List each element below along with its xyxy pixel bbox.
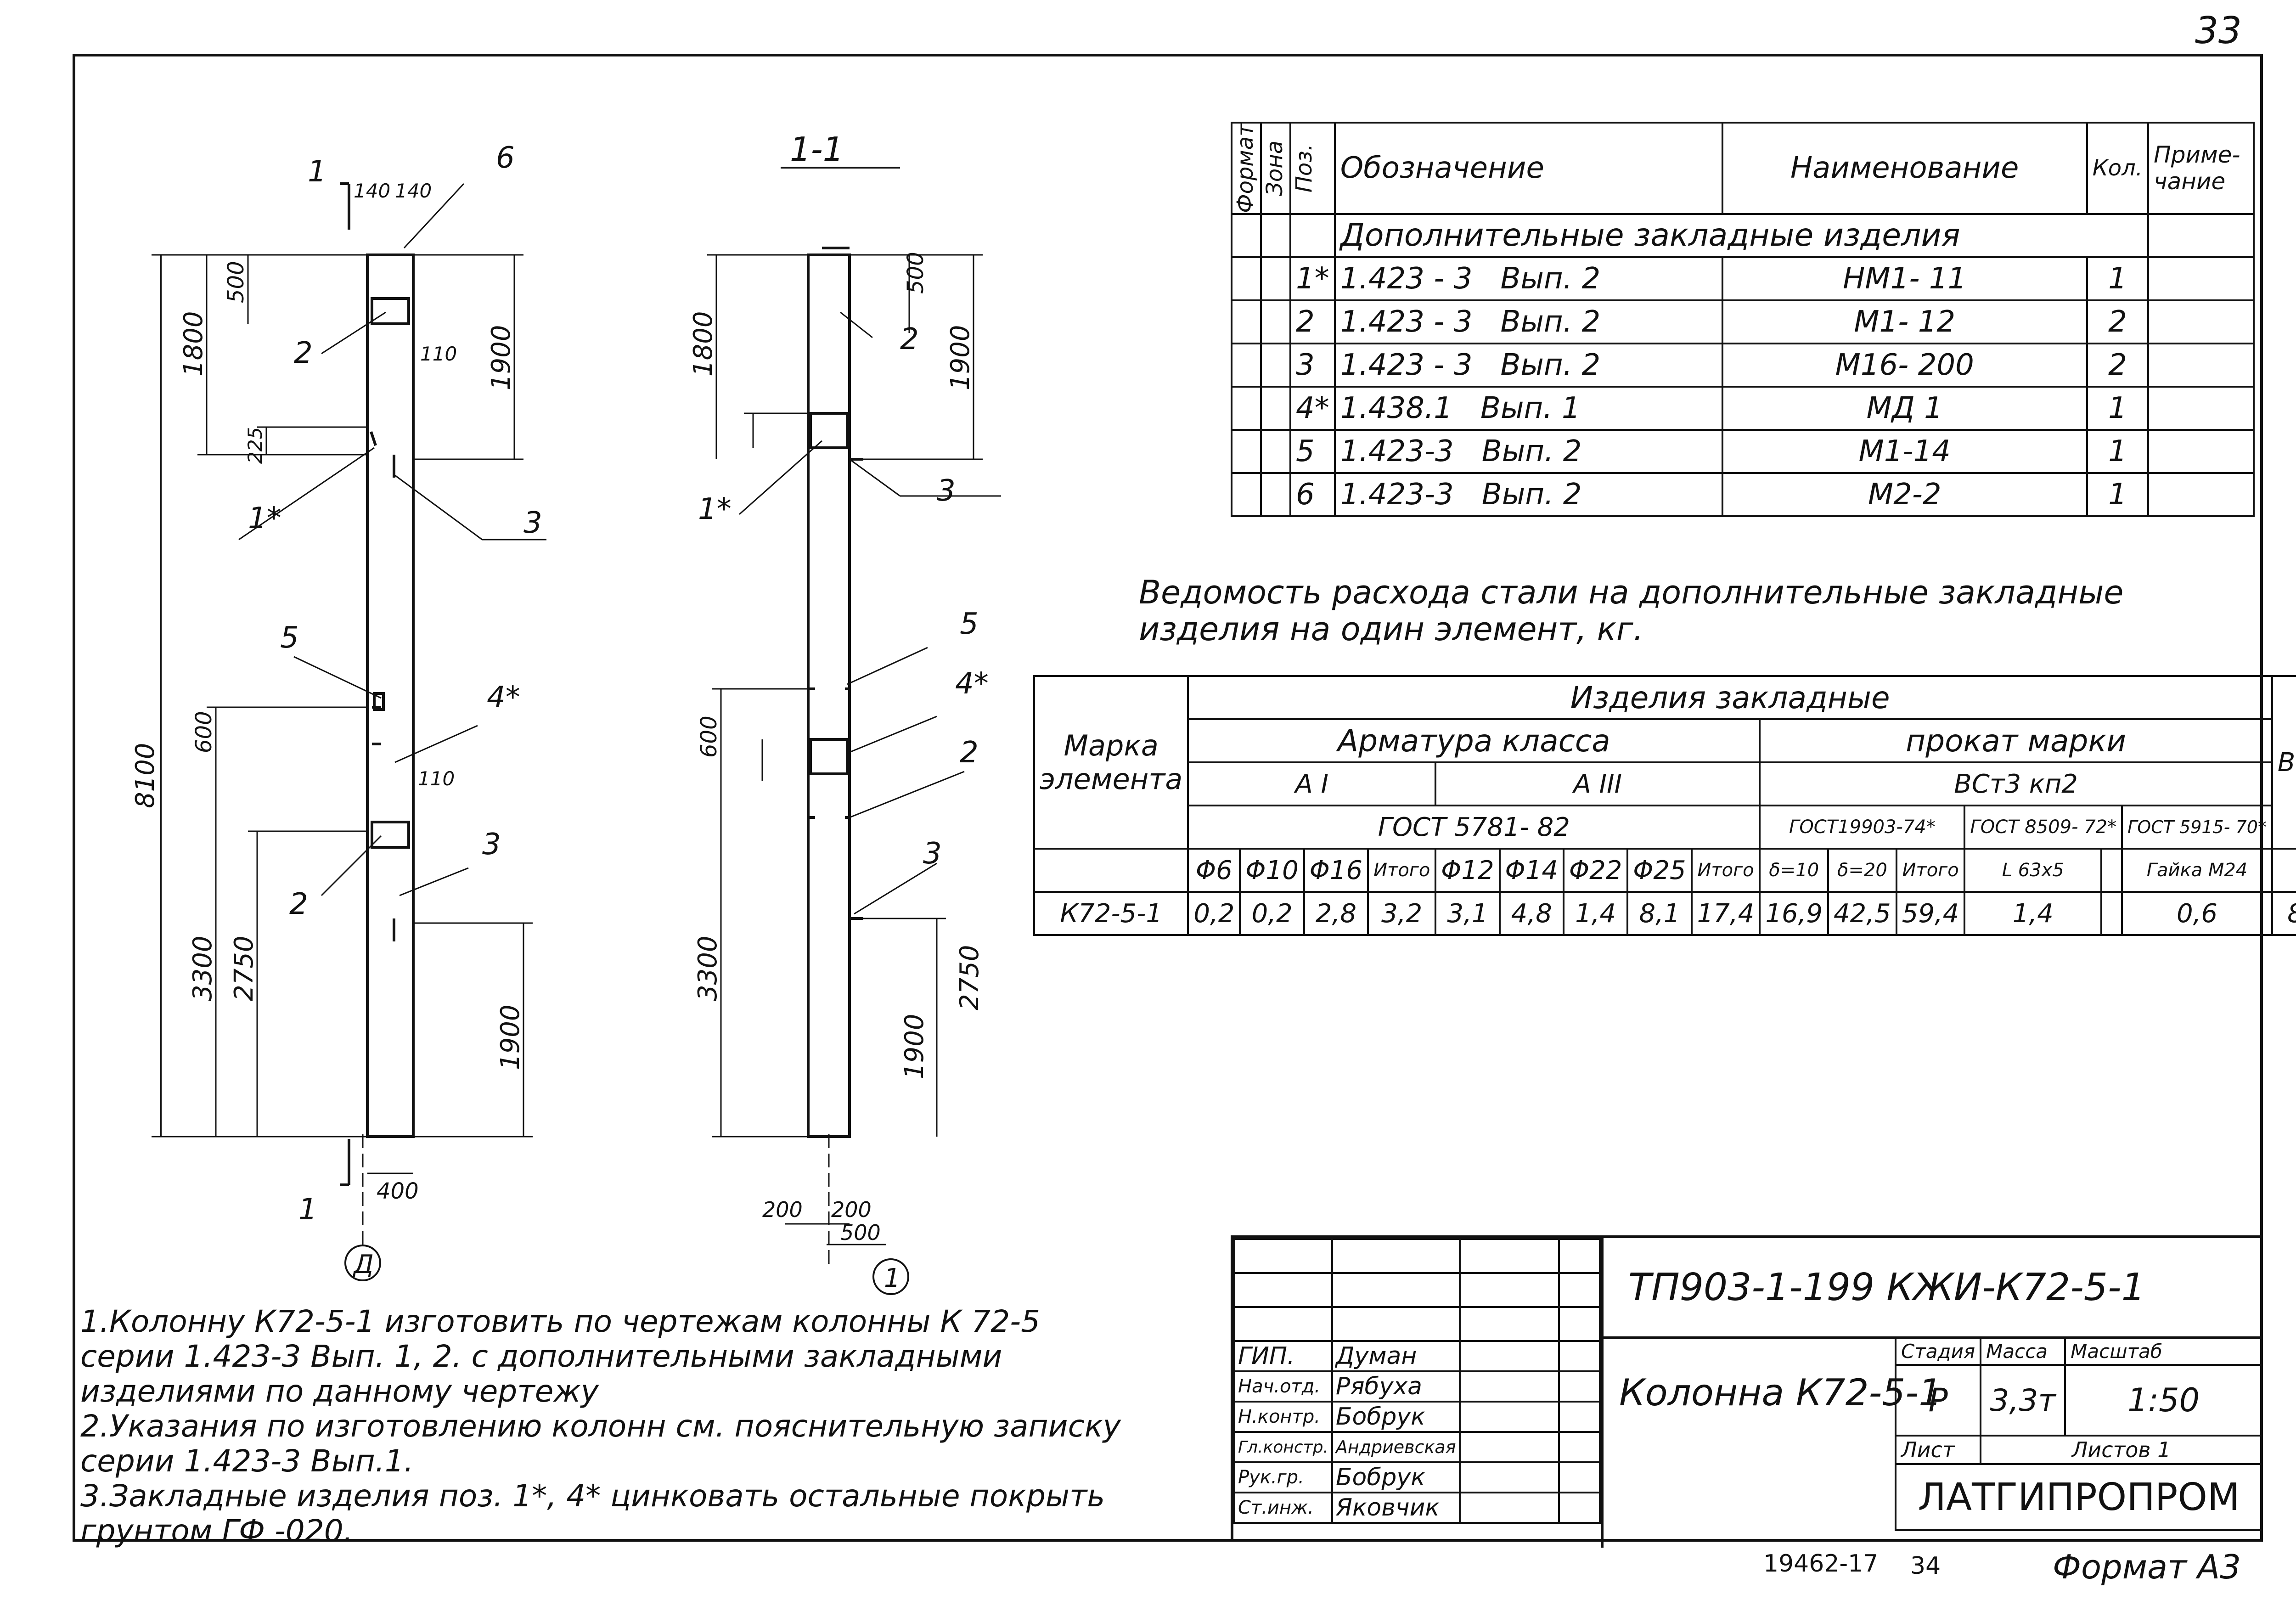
- steel-h-gost-3: ГОСТ 5915- 70*: [2121, 805, 2273, 850]
- sec-callout-2b: 2: [960, 736, 979, 770]
- section-axis-label: 1: [884, 1263, 900, 1293]
- sec-callout-3: 3: [937, 474, 956, 508]
- sec-callout-4star: 4*: [955, 667, 989, 701]
- steel-consumption-table: Марка элемента Изделия закладные Всего А…: [1033, 675, 2296, 936]
- spec-h-pos: Поз.: [1289, 122, 1336, 215]
- document-code: ТП903-1-199 КЖИ-К72-5-1: [1628, 1266, 2145, 1309]
- dim-110b: 110: [418, 767, 455, 790]
- section-mark-top: 1: [308, 155, 326, 189]
- spec-h-designation: Обозначение: [1334, 122, 1723, 215]
- dim-140a: 140: [354, 180, 390, 202]
- sec-dim-1800: 1800: [688, 311, 718, 377]
- callout-5: 5: [280, 621, 299, 655]
- note-3: 3.Закладные изделия поз. 1*, 4* цинковат…: [80, 1478, 1105, 1549]
- steel-h-rebar: Арматура класса: [1187, 718, 1761, 763]
- spec-h-name: Наименование: [1721, 122, 2088, 215]
- embed-2-bottom: [371, 821, 410, 849]
- column-section: [807, 254, 851, 1138]
- sec-dim-2750: 2750: [955, 945, 985, 1010]
- embed-4-section: [809, 738, 849, 775]
- steel-h-a3: А III: [1435, 761, 1761, 806]
- steel-subheader-row: Φ6 Φ10 Φ16 Итого Φ12 Φ14 Φ22 Φ25 Итого δ…: [1033, 848, 2296, 893]
- sec-dim-1900: 1900: [945, 325, 975, 390]
- title-block: ГИП.Думан Нач.отд.Рябуха Н.контр.Бобрук …: [1231, 1235, 2263, 1548]
- page-sequence: 34: [1910, 1552, 1941, 1580]
- spec-h-note: Приме- чание: [2147, 122, 2255, 215]
- dim-600: 600: [191, 711, 217, 753]
- dim-3300: 3300: [188, 935, 218, 1001]
- dim-225: 225: [244, 427, 266, 464]
- dim-1800: 1800: [179, 311, 208, 377]
- spec-row: 2 1.423 - 3 Вып. 2 М1- 12 2: [1231, 299, 2255, 344]
- sec-dim-3300: 3300: [693, 935, 723, 1001]
- spec-row: 5 1.423-3 Вып. 2 М1-14 1: [1231, 428, 2255, 474]
- dim-1900b: 1900: [495, 1004, 525, 1070]
- dim-8100: 8100: [130, 743, 160, 808]
- stage-value: Р: [1894, 1364, 1982, 1437]
- column-elevation: [366, 254, 415, 1138]
- section-mark-bottom: 1: [298, 1193, 317, 1227]
- dim-1900: 1900: [486, 325, 516, 390]
- callout-4star: 4*: [487, 681, 520, 715]
- spec-row: 1* 1.423 - 3 Вып. 2 НМ1- 11 1: [1231, 256, 2255, 301]
- steel-h-gost-1: ГОСТ19903-74*: [1759, 805, 1966, 850]
- spec-row: 6 1.423-3 Вып. 2 М2-2 1: [1231, 472, 2255, 517]
- spec-row: 3 1.423 - 3 Вып. 2 М16- 200 2: [1231, 342, 2255, 388]
- sec-callout-1star: 1*: [698, 492, 732, 526]
- spec-row: 4* 1.438.1 Вып. 1 МД 1 1: [1231, 385, 2255, 431]
- steel-h-total: Всего: [2271, 675, 2296, 850]
- sec-dim-500v: 500: [903, 252, 929, 294]
- specification-table: Формат Зона Поз. Обозначение Наименовани…: [1231, 122, 2255, 517]
- callout-3: 3: [523, 506, 542, 540]
- note-1: 1.Колонну К72-5-1 изготовить по чертежам…: [80, 1304, 1041, 1409]
- callout-2: 2: [294, 336, 313, 370]
- sec-dim-500: 500: [840, 1220, 881, 1245]
- callout-2b: 2: [289, 887, 308, 921]
- callout-6: 6: [496, 141, 515, 175]
- section-title: 1-1: [790, 130, 844, 169]
- dim-500: 500: [223, 261, 249, 303]
- callout-1star: 1*: [248, 501, 281, 535]
- scale-value: 1:50: [2064, 1364, 2263, 1437]
- dim-2750: 2750: [229, 935, 259, 1001]
- format-label: Формат А3: [2053, 1548, 2241, 1586]
- note-2: 2.Указания по изготовлению колонн см. по…: [80, 1408, 1121, 1479]
- sec-dim-1900b: 1900: [900, 1014, 929, 1079]
- spec-section-title: Дополнительные закладные изделия: [1334, 213, 2150, 258]
- steel-h-a1: А I: [1187, 761, 1437, 806]
- steel-h-mark: Марка элемента: [1033, 675, 1189, 850]
- dim-400: 400: [377, 1178, 419, 1204]
- embed-1-section: [809, 412, 849, 449]
- embed-2-top: [371, 297, 410, 325]
- organization-name: ЛАТГИПРОПРОМ: [1895, 1463, 2263, 1531]
- spec-h-qty: Кол.: [2086, 122, 2150, 215]
- drawing-title: Колонна К72-5-1: [1619, 1371, 1942, 1414]
- mass-value: 3,3т: [1980, 1364, 2066, 1437]
- spec-h-zone: Зона: [1260, 122, 1291, 215]
- steel-h-grade: ВСт3 кп2: [1759, 761, 2273, 806]
- page-number: 33: [2195, 9, 2242, 52]
- sec-dim-200a: 200: [762, 1197, 803, 1222]
- dim-140b: 140: [395, 180, 432, 202]
- spec-h-format: Формат: [1231, 122, 1262, 215]
- steel-h-gost-rebar: ГОСТ 5781- 82: [1187, 805, 1761, 850]
- steel-h-top: Изделия закладные: [1187, 675, 2273, 720]
- sec-dim-600: 600: [696, 715, 722, 758]
- steel-data-row: К72-5-1 0,2 0,2 2,8 3,2 3,1 4,8 1,4 8,1 …: [1033, 891, 2296, 936]
- archive-number: 19462-17: [1763, 1550, 1879, 1577]
- steel-table-title: Ведомость расхода стали на дополнительны…: [1139, 574, 2124, 648]
- general-notes: 1.Колонну К72-5-1 изготовить по чертежам…: [80, 1304, 1123, 1549]
- embed-5: [373, 692, 385, 711]
- steel-h-rolled: прокат марки: [1759, 718, 2273, 763]
- sec-callout-2: 2: [900, 322, 919, 356]
- steel-h-gost-2: ГОСТ 8509- 72*: [1964, 805, 2123, 850]
- sec-callout-5: 5: [960, 607, 979, 641]
- sec-callout-3b: 3: [923, 837, 942, 871]
- callout-3b: 3: [482, 828, 501, 862]
- dim-110: 110: [420, 343, 457, 365]
- axis-label-d: Д: [352, 1250, 374, 1279]
- sec-dim-200b: 200: [831, 1197, 872, 1222]
